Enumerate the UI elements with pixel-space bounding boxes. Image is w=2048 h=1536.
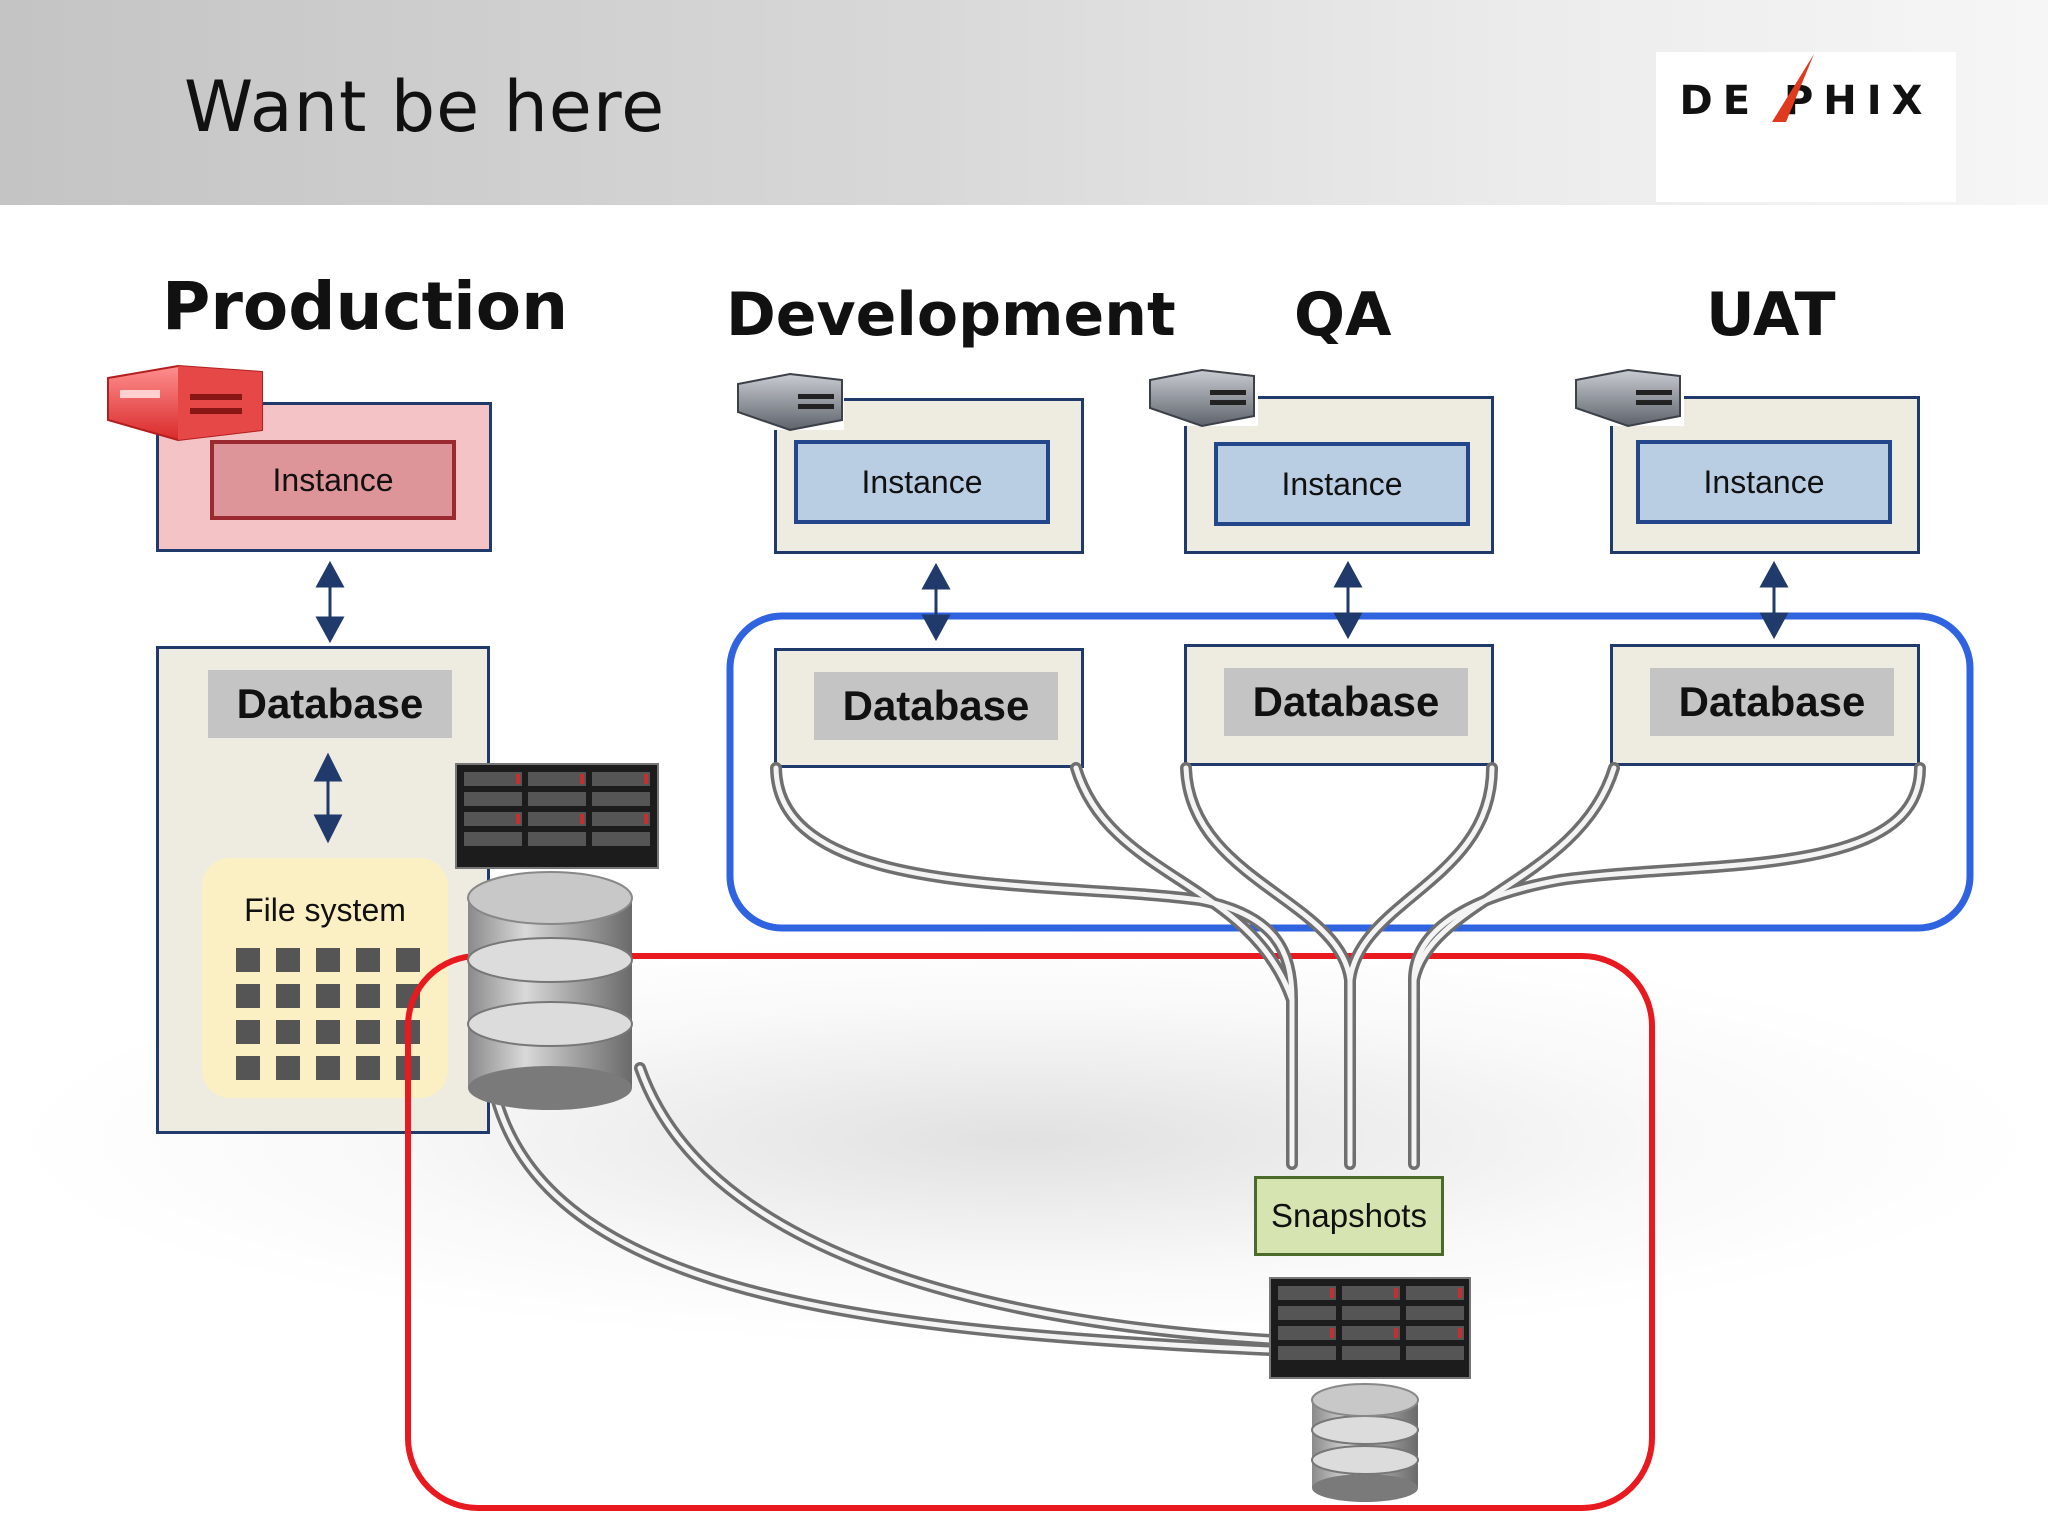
uat-database-label: Database <box>1650 668 1894 736</box>
snapshots-box: Snapshots <box>1254 1176 1444 1256</box>
delphix-storage-array-icon <box>1269 1277 1471 1379</box>
qa-instance-box: Instance <box>1214 442 1470 526</box>
logo-swoosh-icon <box>1772 54 1814 122</box>
production-storage-array-icon <box>455 763 659 869</box>
delphix-logo: DE PHIX <box>1679 78 1933 124</box>
production-database-label: Database <box>208 670 452 738</box>
delphix-engine-outline <box>405 953 1655 1511</box>
file-system-grid <box>236 948 420 1080</box>
uat-label: UAT <box>1706 280 1836 350</box>
production-label: Production <box>162 268 569 345</box>
virtual-databases-outline <box>726 612 1974 932</box>
qa-label: QA <box>1294 280 1392 350</box>
delphix-disk-stack-icon <box>1311 1383 1419 1502</box>
file-system-label: File system <box>244 892 406 928</box>
development-label: Development <box>726 280 1176 350</box>
development-instance-box: Instance <box>794 440 1050 524</box>
development-database-label: Database <box>814 672 1058 740</box>
qa-server-icon <box>1144 368 1258 428</box>
slide-title: Want be here <box>184 66 666 148</box>
production-instance-box: Instance <box>210 440 456 520</box>
connection-pipes <box>484 762 1926 1356</box>
double-arrows <box>313 560 1789 844</box>
uat-server-icon <box>1570 368 1684 428</box>
production-disk-stack-icon <box>467 871 633 1110</box>
qa-database-label: Database <box>1224 668 1468 736</box>
logo-background <box>1656 52 1956 202</box>
development-server-icon <box>730 372 844 432</box>
uat-instance-box: Instance <box>1636 440 1892 524</box>
production-server-icon <box>107 364 263 442</box>
